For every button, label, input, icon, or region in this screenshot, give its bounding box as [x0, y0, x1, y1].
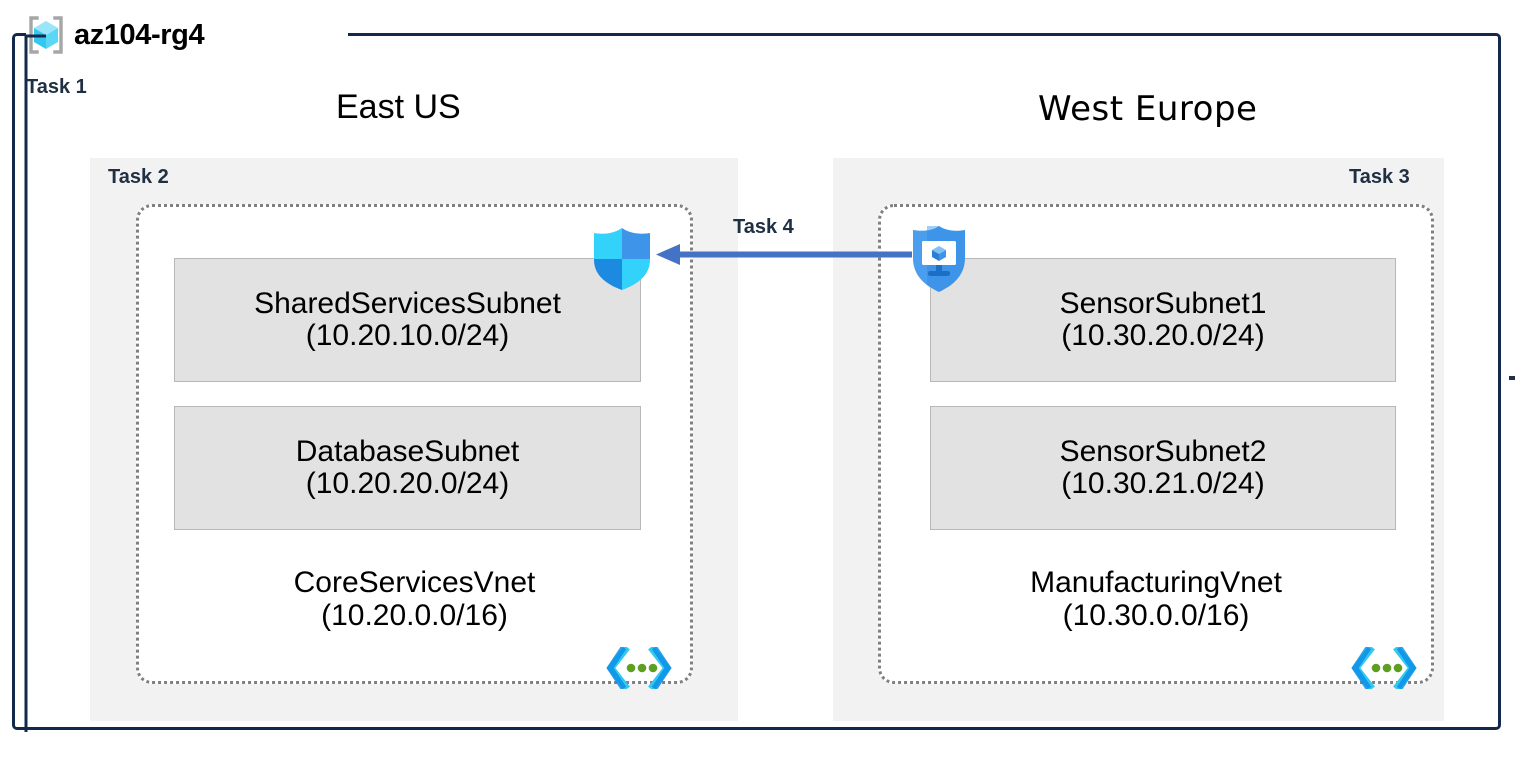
task-label-1: Task 1 — [26, 76, 87, 98]
vnet-peering-arrow — [656, 244, 912, 265]
subnet-databasesubnet: DatabaseSubnet (10.20.20.0/24) — [174, 406, 641, 530]
vnet-name: ManufacturingVnet — [1030, 566, 1282, 599]
vnet-cidr: (10.30.0.0/16) — [1062, 599, 1250, 632]
resource-group-name: az104-rg4 — [74, 18, 205, 51]
task-label-4: Task 4 — [733, 216, 794, 238]
subnet-sharedservicessubnet: SharedServicesSubnet (10.20.10.0/24) — [174, 258, 641, 382]
task-label-3: Task 3 — [1349, 166, 1410, 188]
network-security-group-shield-icon — [590, 226, 654, 292]
subnet-name: SharedServicesSubnet — [254, 287, 561, 321]
subnet-name: SensorSubnet2 — [1059, 435, 1267, 469]
subnet-cidr: (10.30.20.0/24) — [1061, 319, 1265, 352]
resource-group-title-mask — [26, 22, 348, 48]
subnet-sensorsubnet1: SensorSubnet1 (10.30.20.0/24) — [930, 258, 1396, 382]
vnet-name: CoreServicesVnet — [293, 566, 536, 599]
subnet-name: DatabaseSubnet — [295, 435, 520, 469]
resource-group-frame — [12, 33, 1501, 730]
subnet-name: SensorSubnet1 — [1059, 287, 1267, 321]
vnet-cidr: (10.20.0.0/16) — [321, 599, 508, 632]
subnet-cidr: (10.20.20.0/24) — [305, 467, 510, 500]
vnet-caption-coreservicesvnet: CoreServicesVnet (10.20.0.0/16) — [136, 566, 693, 632]
virtual-network-icon — [1351, 645, 1417, 691]
region-title-west-europe: West Europe — [1038, 89, 1258, 129]
subnet-cidr: (10.30.21.0/24) — [1061, 467, 1265, 500]
virtual-network-icon — [606, 645, 672, 691]
task-label-2: Task 2 — [108, 166, 169, 188]
resource-group-header: az104-rg4 — [26, 8, 205, 62]
network-security-group-vm-shield-icon — [908, 224, 970, 294]
region-title-east-us: East US — [336, 88, 461, 126]
edge-tick-mark — [1509, 376, 1515, 380]
resource-group-cube-icon — [26, 15, 66, 55]
task1-leader-line — [24, 34, 46, 732]
vnet-caption-manufacturingvnet: ManufacturingVnet (10.30.0.0/16) — [878, 566, 1434, 632]
subnet-sensorsubnet2: SensorSubnet2 (10.30.21.0/24) — [930, 406, 1396, 530]
subnet-cidr: (10.20.10.0/24) — [305, 319, 510, 352]
